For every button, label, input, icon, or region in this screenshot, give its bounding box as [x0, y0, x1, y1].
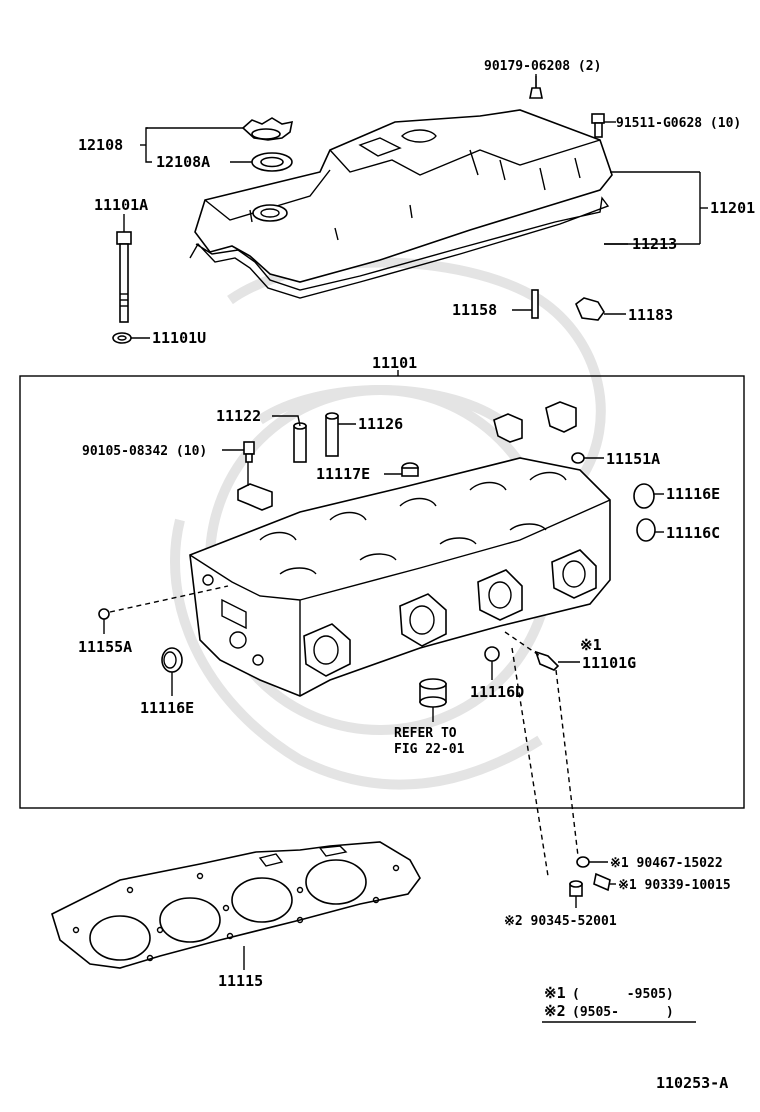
label-11126: 11126: [358, 415, 403, 433]
label-90105-08342: 90105-08342 (10): [82, 444, 207, 459]
valve-guide-11126-part: [325, 412, 339, 457]
bolt-90105-part: [243, 441, 255, 463]
label-11101A: 11101A: [94, 196, 148, 214]
leader-lines: [103, 74, 708, 970]
figure-id: 110253-A: [656, 1074, 728, 1092]
legend-mark-1: ※1: [544, 984, 566, 1002]
label-11151A: 11151A: [606, 450, 660, 468]
cylinder-head-part: [189, 457, 611, 697]
label-11117E: 11117E: [316, 465, 370, 483]
pin-11155A-part: [98, 608, 110, 620]
cover-gasket-part: [189, 196, 610, 299]
plug-11116C-part: [636, 518, 656, 542]
label-11122: 11122: [216, 407, 261, 425]
cylinder-head-subassembly-box: [19, 375, 745, 809]
seal-washer-part: [112, 332, 132, 344]
plug-11151A-part: [571, 452, 585, 464]
legend-row-1-text: ( -9505): [572, 987, 674, 1002]
plug-90339-part: [593, 872, 611, 892]
label-11213: 11213: [632, 235, 677, 253]
valve-guide-11122-part: [293, 422, 307, 463]
cylinder-head-cover-part: [194, 109, 613, 283]
bolt-91511-part: [591, 113, 605, 138]
label-12108: 12108: [78, 136, 123, 154]
plug-11116E-left-part: [161, 647, 183, 673]
fitting-90467-part: [576, 856, 590, 868]
plug-refer-fig-part: [419, 678, 447, 708]
clip-11183-part: [575, 297, 605, 321]
applicability-legend: ※1 ( -9505) ※2 (9505- ): [542, 984, 696, 1023]
label-11101U: 11101U: [152, 329, 206, 347]
label-11116E-right: 11116E: [666, 485, 720, 503]
label-11158: 11158: [452, 301, 497, 319]
plug-11117E-part: [401, 462, 419, 477]
label-11116C: 11116C: [666, 524, 720, 542]
legend-row-2-text: (9505- ): [572, 1005, 674, 1020]
stud-bolt-part: [116, 231, 132, 323]
oil-filler-cap-part: [241, 117, 294, 141]
pin-11158-part: [531, 289, 539, 319]
union-11101G-part: [534, 650, 560, 671]
part-number-labels: 12108 12108A 11101A 11101U 90179-06208 (…: [78, 59, 755, 990]
label-mark-1: ※1: [580, 636, 602, 654]
legend-mark-2: ※2: [544, 1002, 566, 1020]
label-refer-to: REFER TO: [394, 726, 457, 741]
label-11101: 11101: [372, 354, 417, 372]
label-90179-06208: 90179-06208 (2): [484, 59, 601, 74]
cap-gasket-part: [251, 152, 293, 172]
label-90339-10015: ※1 90339-10015: [618, 878, 731, 893]
camshaft-bearing-caps-part: [237, 401, 577, 511]
plug-11116D-part: [484, 646, 500, 662]
label-11116D: 11116D: [470, 683, 524, 701]
label-11101G: 11101G: [582, 654, 636, 672]
label-11155A: 11155A: [78, 638, 132, 656]
plug-11116E-right-part: [633, 483, 655, 509]
plug-90345-part: [569, 880, 583, 897]
cylinder-head-gasket-part: [51, 841, 421, 969]
label-12108A: 12108A: [156, 153, 210, 171]
label-91511-g0628: 91511-G0628 (10): [616, 116, 741, 131]
label-90345-52001: ※2 90345-52001: [504, 914, 617, 929]
label-11116E-left: 11116E: [140, 699, 194, 717]
label-90467-15022: ※1 90467-15022: [610, 856, 723, 871]
label-11115: 11115: [218, 972, 263, 990]
label-11183: 11183: [628, 306, 673, 324]
label-fig-22-01: FIG 22-01: [394, 742, 465, 757]
label-11201: 11201: [710, 199, 755, 217]
